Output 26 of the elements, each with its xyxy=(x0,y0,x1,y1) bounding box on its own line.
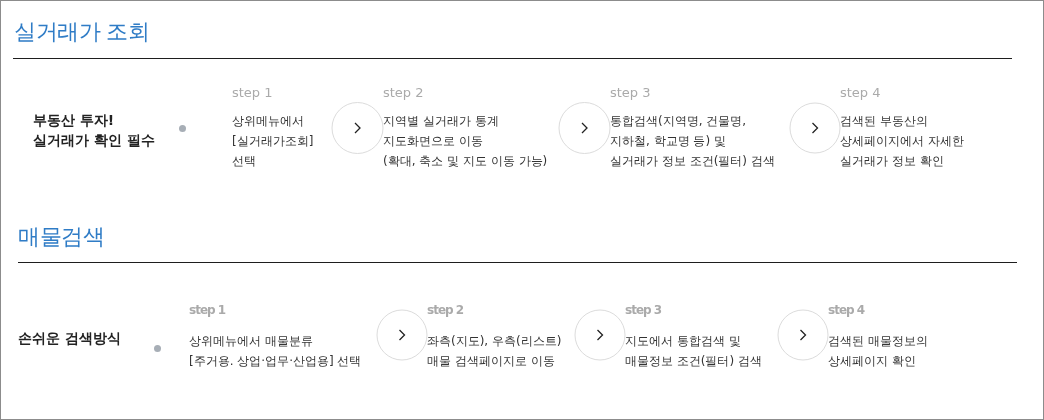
section-heading: 실거래가 조회 xyxy=(14,18,150,46)
step-label: step 3 xyxy=(610,85,651,101)
step-label: step 1 xyxy=(232,85,273,101)
step-label: step 1 xyxy=(189,302,226,318)
step-description: 좌측(지도), 우측(리스트) 매물 검색페이지로 이동 xyxy=(427,333,562,370)
step-label: step 2 xyxy=(383,85,424,101)
step-description: 검색된 부동산의 상세페이지에서 자세한 실거래가 정보 확인 xyxy=(840,113,964,170)
step-label: step 4 xyxy=(828,302,865,318)
step-label: step 2 xyxy=(427,302,464,318)
section-heading: 매물검색 xyxy=(18,223,104,251)
section-intro: 손쉬운 검색방식 xyxy=(18,329,121,348)
step-description: 상위메뉴에서 [실거래가조회] 선택 xyxy=(232,113,314,170)
step-description: 상위메뉴에서 매물분류 [주거용. 상업·업무·산업용] 선택 xyxy=(189,333,362,370)
chevron-arrow xyxy=(376,309,428,361)
chevron-arrow xyxy=(789,102,841,154)
step-description: 지역별 실거래가 통계 지도화면으로 이동 (확대, 축소 및 지도 이동 가능) xyxy=(383,113,548,170)
chevron-arrow xyxy=(331,102,384,154)
step-description: 지도에서 통합검색 및 매물정보 조건(필터) 검색 xyxy=(625,333,762,370)
step-label: step 4 xyxy=(840,85,881,101)
step-description: 통합검색(지역명, 건물명, 지하철, 학교명 등) 및 실거래가 정보 조건(필터) 검색 xyxy=(610,113,775,170)
chevron-arrow xyxy=(574,309,626,361)
chevron-arrow xyxy=(558,102,611,154)
step-description: 검색된 매물정보의 상세페이지 확인 xyxy=(828,333,928,370)
chevron-arrow xyxy=(777,309,829,361)
section-intro: 부동산 투자! 실거래가 확인 필수 xyxy=(33,111,155,150)
step-label: step 3 xyxy=(625,302,662,318)
